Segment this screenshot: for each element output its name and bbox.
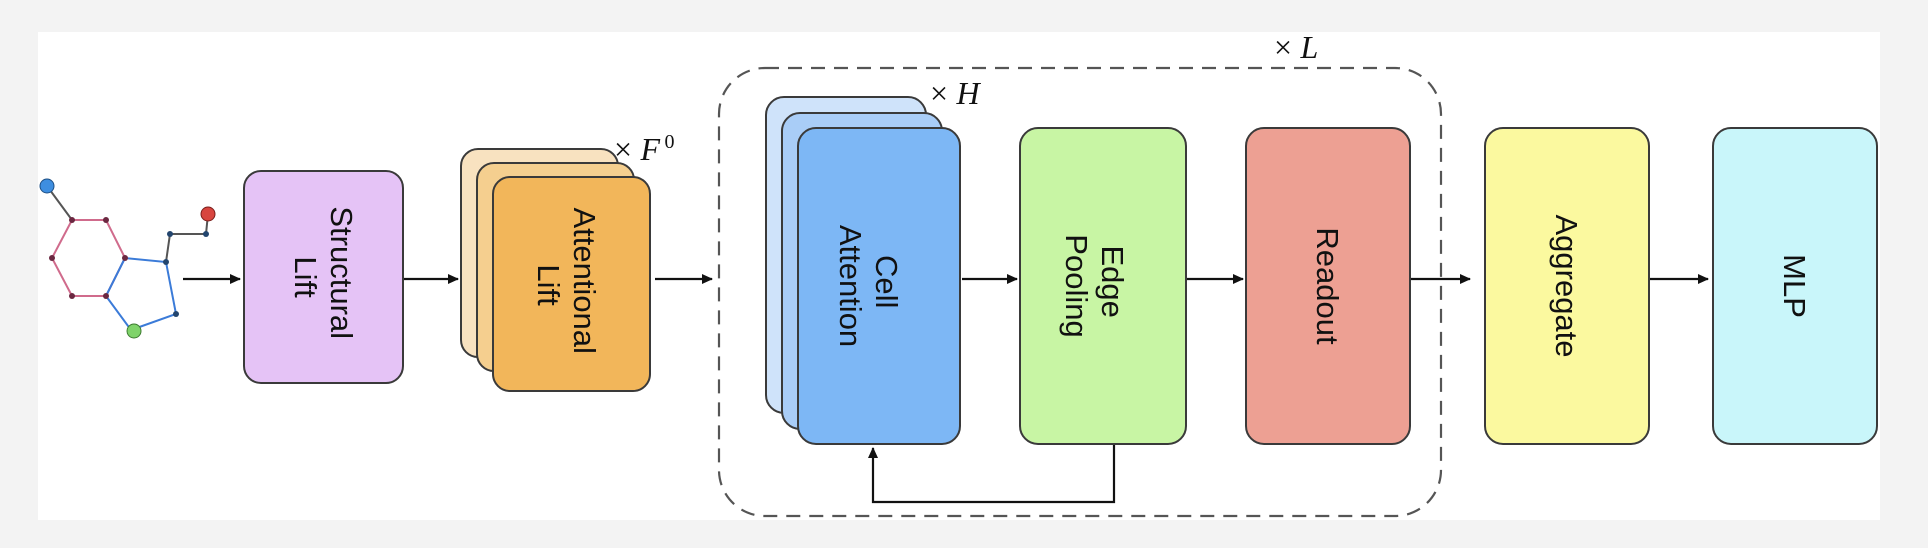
cell-attention-block	[797, 127, 961, 445]
cell-attention-label-line1: Cell	[869, 255, 904, 308]
attentional-lift-block	[492, 176, 651, 392]
readout-label: Readout	[1310, 227, 1345, 345]
times-sign: ×	[614, 131, 632, 167]
structural-lift-label-line1: Structural	[324, 206, 359, 339]
edge-pooling-label-line1: Edge	[1095, 245, 1130, 317]
svg-text:Cell Attention: Cell Attention	[833, 225, 904, 347]
layers-multiplier: × L	[1274, 29, 1318, 65]
cell-attention-stack: Cell Attention	[765, 96, 961, 445]
multiplier-symbol-f: F	[640, 131, 661, 167]
aggregate-label: Aggregate	[1549, 214, 1584, 357]
aggregate-block: Aggregate	[1484, 127, 1650, 445]
layer-loop-box	[717, 66, 1443, 518]
attentional-lift-label-line1: Attentional	[567, 207, 602, 354]
svg-text:Structural Lift: Structural Lift	[288, 206, 359, 347]
times-sign: ×	[1274, 29, 1292, 65]
attentional-lift-label-line2: Lift	[531, 264, 566, 306]
edge-pooling-label-line2: Pooling	[1059, 234, 1094, 337]
readout-block: Readout	[1245, 127, 1411, 445]
structural-lift-block: Structural Lift	[243, 170, 404, 384]
svg-text:Attentional Lift: Attentional Lift	[531, 207, 602, 362]
multiplier-symbol-l: L	[1300, 29, 1319, 65]
mlp-block: MLP	[1712, 127, 1878, 445]
edge-pooling-block: Edge Pooling	[1019, 127, 1187, 445]
molecule-graph-icon	[39, 178, 216, 339]
cell-heads-multiplier: × H	[930, 75, 982, 111]
structural-lift-label-line2: Lift	[288, 256, 323, 298]
mlp-label: MLP	[1777, 254, 1812, 318]
multiplier-superscript: 0	[665, 131, 675, 153]
attentional-lift-stack: Attentional Lift	[460, 148, 651, 392]
feedback-arrow	[868, 445, 1116, 504]
times-sign: ×	[930, 75, 948, 111]
attentional-heads-multiplier: × F 0	[614, 131, 675, 167]
flow-arrows	[183, 274, 1709, 504]
cell-attention-label-line2: Attention	[833, 225, 868, 347]
multiplier-symbol-h: H	[956, 75, 982, 111]
svg-text:Edge Pooling: Edge Pooling	[1059, 234, 1130, 337]
